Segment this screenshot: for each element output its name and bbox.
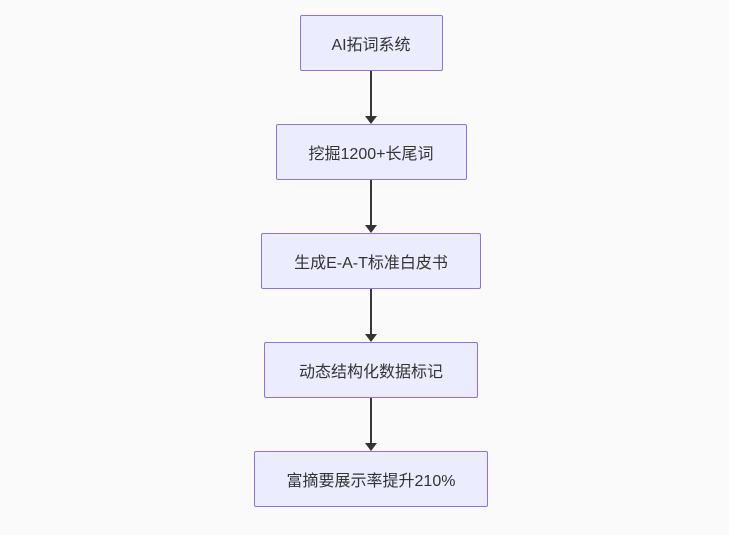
flow-node-structured-data-markup: 动态结构化数据标记 (264, 342, 478, 398)
flow-node-rich-snippet-rate: 富摘要展示率提升210% (254, 451, 488, 507)
flow-node-longtail-mining: 挖掘1200+长尾词 (275, 124, 467, 180)
flow-node-eat-whitepaper: 生成E-A-T标准白皮书 (261, 233, 481, 289)
connector-line (370, 71, 372, 116)
flow-node-label: 富摘要展示率提升210% (286, 473, 456, 490)
connector-line (370, 289, 372, 334)
flow-node-ai-keyword-system: AI拓词系统 (299, 15, 443, 71)
connector-line (370, 398, 372, 443)
flow-node-label: 生成E-A-T标准白皮书 (294, 255, 448, 272)
flow-node-label: 挖掘1200+长尾词 (308, 146, 434, 163)
arrow-down-icon (365, 225, 377, 233)
arrow-down-icon (365, 334, 377, 342)
flow-connector (364, 180, 378, 233)
flow-node-label: AI拓词系统 (331, 37, 411, 54)
flow-connector (364, 398, 378, 451)
arrow-down-icon (365, 443, 377, 451)
flowchart: AI拓词系统 挖掘1200+长尾词 生成E-A-T标准白皮书 动态结构化数据标记 (254, 15, 488, 507)
connector-line (370, 180, 372, 225)
flow-connector (364, 71, 378, 124)
flow-node-label: 动态结构化数据标记 (298, 364, 443, 381)
arrow-down-icon (365, 116, 377, 124)
flow-connector (364, 289, 378, 342)
